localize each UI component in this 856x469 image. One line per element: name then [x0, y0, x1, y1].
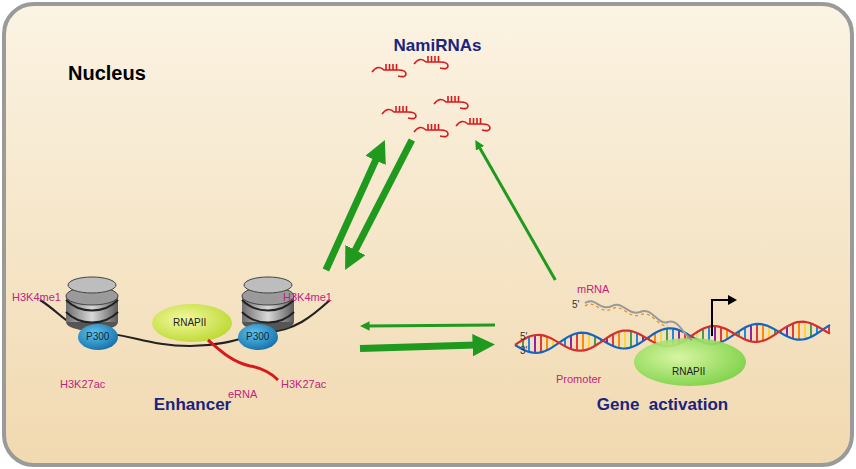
part-label: RNAPII	[173, 317, 206, 328]
rna-polymerase	[152, 304, 232, 342]
part-label: RNAPII	[672, 366, 705, 377]
p300-protein	[78, 324, 118, 350]
transcription-start-arrow	[728, 295, 737, 305]
part-label: H3K27ac	[281, 378, 326, 390]
p300-protein	[238, 324, 278, 350]
diagram-node: Gene activation	[495, 280, 830, 430]
part-label: P300	[246, 331, 269, 342]
nucleus-panel	[4, 4, 852, 465]
node-title: Gene activation	[597, 395, 728, 415]
part-label: 3'	[520, 345, 527, 356]
arrow-connector	[365, 324, 495, 328]
part-label: H3K4me1	[12, 291, 61, 303]
part-label: mRNA	[577, 283, 609, 295]
part-label: Promoter	[556, 373, 601, 385]
arrow-connector	[360, 345, 484, 349]
mrna-strand	[585, 301, 692, 340]
arrow-connector	[350, 140, 412, 260]
part-label: 5'	[520, 331, 527, 342]
part-label: eRNA	[228, 388, 257, 400]
arrow-connector	[478, 144, 556, 280]
nucleosome	[66, 277, 118, 331]
transcription-start-arrow	[712, 300, 728, 336]
region-label: Nucleus	[68, 62, 146, 84]
part-label: 5'	[572, 299, 579, 310]
node-title: NamiRNAs	[394, 36, 482, 56]
erna-strand	[208, 340, 278, 380]
mirna-hairpins	[372, 56, 490, 137]
diagram-node: NamiRNAs	[370, 30, 505, 140]
part-label: H3K27ac	[60, 378, 105, 390]
nucleosome	[242, 277, 294, 331]
part-label: P300	[86, 331, 109, 342]
rna-polymerase	[634, 338, 746, 386]
node-title: Enhancer	[154, 395, 231, 415]
mrna-strand	[585, 304, 668, 325]
part-label: H3K4me1	[283, 291, 332, 303]
